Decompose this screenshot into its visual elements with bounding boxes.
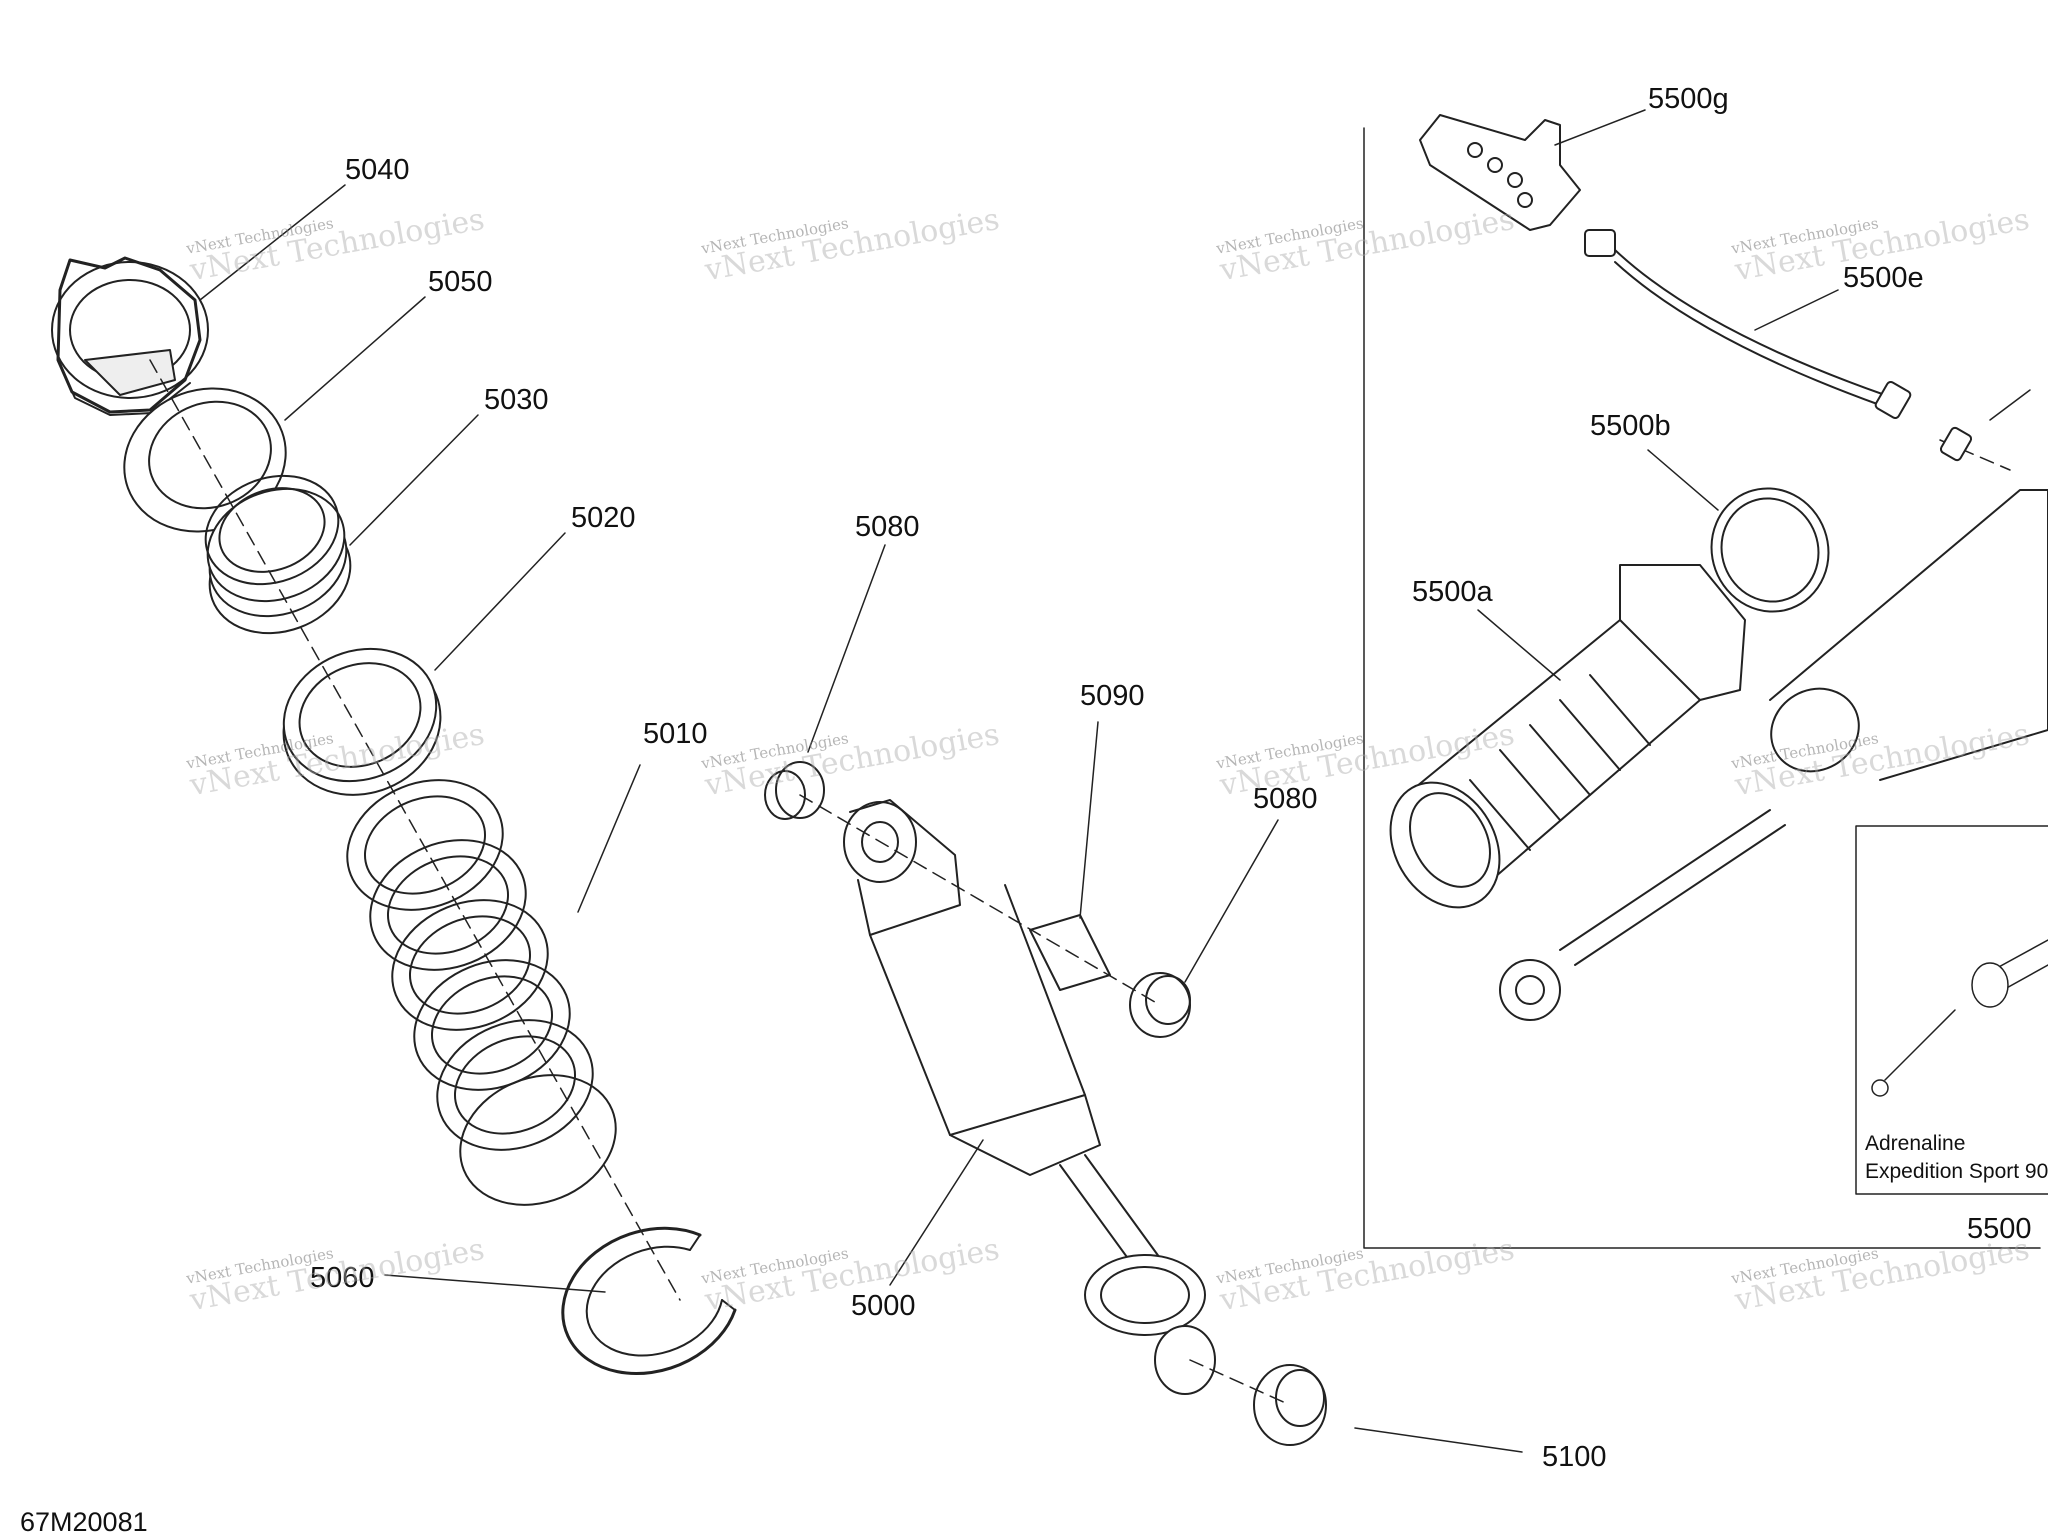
inset-label-variant: Expedition Sport 90 <box>1865 1160 2048 1183</box>
callout-5500a: 5500a <box>1412 576 1493 608</box>
callout-5500b: 5500b <box>1590 410 1671 442</box>
coil-spring-5010 <box>346 779 617 1206</box>
bushing-5100 <box>1253 1364 1327 1446</box>
adjuster-collar-5040 <box>51 256 209 416</box>
split-ring-5060 <box>561 1226 737 1376</box>
bushing-5080-right <box>1129 972 1191 1038</box>
callout-5500e: 5500e <box>1843 262 1924 294</box>
clamp-5500b <box>1710 487 1830 613</box>
callout-5090: 5090 <box>1080 680 1145 712</box>
callout-5040: 5040 <box>345 154 410 186</box>
bushing-5080-left <box>764 761 825 820</box>
inset-label-model: Adrenaline <box>1865 1132 1966 1155</box>
callout-5500g: 5500g <box>1648 83 1729 115</box>
callout-5000: 5000 <box>851 1290 916 1322</box>
callout-5050: 5050 <box>428 266 493 298</box>
figure-id: 67M20081 <box>20 1507 148 1537</box>
boot-5500a <box>1389 564 1746 909</box>
callout-5020: 5020 <box>571 502 636 534</box>
hose-5500e <box>1584 229 1973 462</box>
bracket-5500g <box>1419 114 1581 231</box>
spring-seat-5030 <box>204 474 352 635</box>
callout-5500: 5500 <box>1967 1213 2032 1245</box>
shock-absorber-5000 <box>843 799 1216 1395</box>
reservoir-5500 <box>1499 489 2048 1021</box>
callout-5080-lower: 5080 <box>1253 783 1318 815</box>
callout-5100: 5100 <box>1542 1441 1607 1473</box>
callout-5060: 5060 <box>310 1262 375 1294</box>
callout-5030: 5030 <box>484 384 549 416</box>
assembly-5500-frame <box>1363 127 2041 1249</box>
callout-5080-upper: 5080 <box>855 511 920 543</box>
callout-5010: 5010 <box>643 718 708 750</box>
inset-box <box>1855 825 2048 1195</box>
flat-ring-5050 <box>123 387 287 533</box>
